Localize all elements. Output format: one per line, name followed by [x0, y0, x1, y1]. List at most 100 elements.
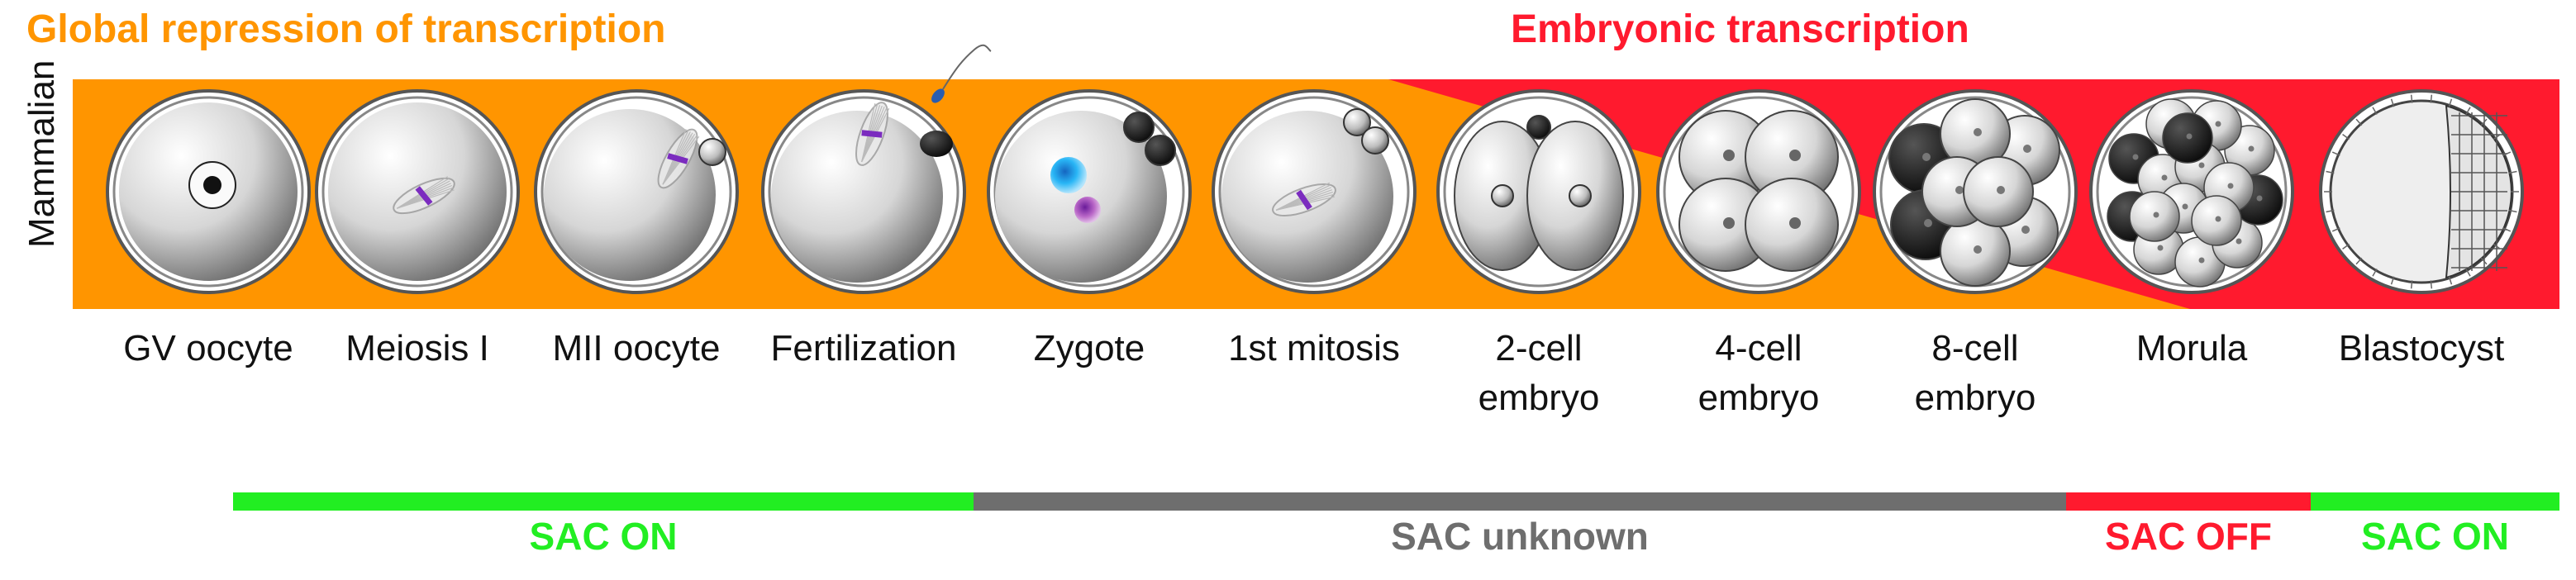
- male-pronucleus: [1074, 197, 1101, 223]
- trophectoderm-tick: [2372, 269, 2378, 277]
- meiosis-i-zona-inner: [321, 96, 513, 288]
- zygote-polar-body-2: [1145, 135, 1176, 166]
- trophectoderm-tick: [2355, 118, 2363, 126]
- morula-nucleus-14: [2215, 216, 2221, 222]
- fertilization-polar-body: [920, 131, 953, 157]
- sperm-head: [931, 88, 945, 103]
- stage-label-line2: embryo: [1914, 378, 2036, 418]
- sac-bar-segment: [2311, 492, 2559, 511]
- mii-spindle-chromosomes: [667, 153, 688, 164]
- trophectoderm-tick: [2465, 107, 2471, 115]
- repression-header: Global repression of transcription: [26, 7, 666, 51]
- stage-label-line2: embryo: [1478, 378, 1600, 418]
- stage-label: Morula: [2076, 324, 2307, 373]
- first-mitosis-cell: [1212, 89, 1417, 294]
- fertilization-cell: [761, 44, 992, 294]
- trophectoderm-tick: [2502, 227, 2512, 232]
- morula-nucleus-13: [2182, 203, 2188, 210]
- species-label: Mammalian: [21, 59, 62, 248]
- stage-label-line1: Morula: [2136, 328, 2248, 368]
- four-cell-embryo: [1656, 89, 1861, 294]
- mii-oocyte-cell: [534, 89, 739, 294]
- two-cell-zona-inner: [1443, 96, 1635, 288]
- trophectoderm-tick: [2448, 276, 2453, 285]
- stage-label-line1: 4-cell: [1715, 328, 1802, 368]
- first-mitosis-spindle: [1272, 182, 1336, 216]
- first-mitosis-polar-body-2: [1361, 126, 1389, 155]
- nucleus-left: [1491, 184, 1514, 207]
- stage-label-line1: 1st mitosis: [1228, 328, 1400, 368]
- morula-nucleus-3: [2157, 245, 2164, 251]
- stage-label: Meiosis I: [302, 324, 533, 373]
- nucleolus: [203, 176, 221, 194]
- morula-nucleus-7: [2248, 145, 2255, 152]
- mii-oocyte-zona-inner: [540, 96, 732, 288]
- sac-label: SAC ON: [529, 515, 678, 558]
- sac-bar-segment: [2066, 492, 2311, 511]
- morula-nucleus-5: [2236, 238, 2242, 245]
- morula-nucleus-11: [2198, 162, 2205, 169]
- stage-label-line1: MII oocyte: [552, 328, 721, 368]
- cell-nucleus-3: [1924, 219, 1932, 227]
- meiosis-i-spindle-chromosomes: [415, 186, 433, 206]
- nucleus-right: [1569, 184, 1592, 207]
- trophectoderm-tick: [2326, 209, 2335, 213]
- meiosis-i-cell: [315, 89, 520, 294]
- trophectoderm-tick: [2390, 98, 2395, 107]
- trophectoderm-tick: [2480, 257, 2488, 265]
- female-pronucleus: [1050, 157, 1087, 193]
- stage-label: Blastocyst: [2306, 324, 2537, 373]
- sac-label: SAC ON: [2361, 515, 2509, 558]
- meiosis-i-spindle: [393, 176, 455, 215]
- zygote-polar-body-1: [1123, 112, 1155, 143]
- stage-label-line1: Meiosis I: [345, 328, 489, 368]
- two-cell-embryo: [1436, 89, 1641, 294]
- gv-oocyte-cell: [106, 89, 311, 294]
- first-mitosis-polar-body-1: [1343, 108, 1371, 136]
- fertilization-spindle-chromosomes: [861, 130, 883, 138]
- trophectoderm-tick: [2448, 98, 2453, 107]
- two-cell-polar-body: [1526, 115, 1551, 140]
- cell-nucleus-4: [2021, 226, 2030, 234]
- trophectoderm-tick: [2326, 170, 2335, 174]
- trophectoderm-tick: [2508, 209, 2517, 213]
- first-mitosis-spindle-chromosomes: [1296, 189, 1312, 211]
- blastocyst: [2319, 89, 2524, 294]
- sac-label: SAC OFF: [2105, 515, 2272, 558]
- cell-nucleus-8: [1997, 186, 2005, 194]
- stage-label-line1: Blastocyst: [2338, 328, 2505, 368]
- trophectoderm-tick: [2342, 243, 2350, 250]
- stage-label-line1: Fertilization: [770, 328, 957, 368]
- nucleus-1: [1723, 150, 1735, 161]
- zygote-cell: [987, 89, 1192, 294]
- stage-label: Fertilization: [748, 324, 979, 373]
- trophectoderm-tick: [2493, 134, 2501, 140]
- stage-label: Zygote: [974, 324, 1205, 373]
- trophectoderm-tick: [2390, 276, 2395, 285]
- morula-nucleus-4: [2198, 257, 2205, 264]
- trophectoderm-tick: [2502, 151, 2512, 156]
- cell-nucleus-1: [1922, 153, 1931, 161]
- fertilization-cytoplasm: [771, 111, 943, 283]
- trophectoderm-tick: [2508, 170, 2517, 174]
- mii-spindle: [657, 128, 700, 189]
- stage-label-line2: embryo: [1697, 378, 1820, 418]
- stage-label-line1: 8-cell: [1931, 328, 2019, 368]
- morula: [2089, 89, 2294, 294]
- stage-label: MII oocyte: [521, 324, 752, 373]
- sac-label: SAC unknown: [1391, 515, 1649, 558]
- stage-label: GV oocyte: [93, 324, 324, 373]
- first-mitosis-zona-inner: [1218, 96, 1410, 288]
- cell-nucleus-6: [1974, 245, 1982, 254]
- cell-nucleus-7: [1955, 186, 1964, 194]
- stage-label: 1st mitosis: [1198, 324, 1430, 373]
- stage-label-line1: GV oocyte: [123, 328, 293, 368]
- trophectoderm-tick: [2480, 118, 2488, 126]
- morula-nucleus-6: [2256, 195, 2263, 202]
- fertilization-zona-inner: [768, 96, 959, 288]
- cell-nucleus-5: [1974, 128, 1982, 136]
- trophectoderm-tick: [2372, 107, 2378, 115]
